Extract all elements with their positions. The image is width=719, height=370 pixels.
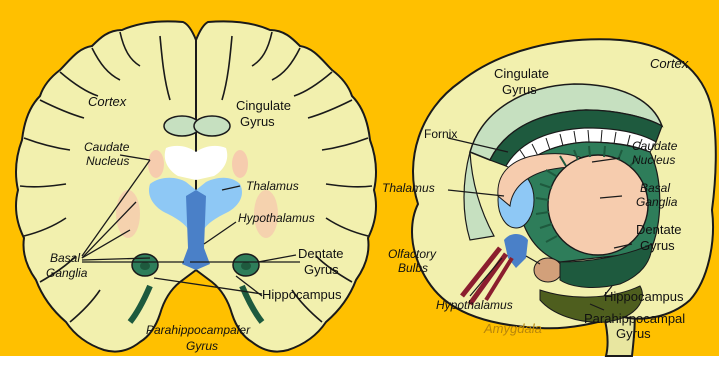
label-olfactory-2: Bulbs — [398, 261, 428, 275]
label-dentate-right-2: Gyrus — [640, 238, 675, 253]
caudate-left — [148, 150, 164, 178]
label-hypothalamus-left: Hypothalamus — [238, 211, 315, 225]
label-cingulate-right-2: Gyrus — [502, 82, 537, 97]
label-hippocampus-left: Hippocampus — [262, 287, 342, 302]
label-dentate-left-1: Dentate — [298, 246, 344, 261]
label-cingulate-left-2: Gyrus — [240, 114, 275, 129]
label-basal-left-2: Ganglia — [46, 266, 88, 280]
label-basal-left-1: Basal — [50, 251, 80, 265]
dentate-right — [241, 262, 251, 270]
label-hippocampus-right: Hippocampus — [604, 289, 684, 304]
label-parahippo-right-2: Gyrus — [616, 326, 651, 341]
basal-ganglia-sagittal — [548, 155, 648, 255]
label-cingulate-right-1: Cingulate — [494, 66, 549, 81]
label-caudate-left-1: Caudate — [84, 140, 130, 154]
amygdala-sagittal — [534, 258, 562, 282]
label-dentate-left-2: Gyrus — [304, 262, 339, 277]
label-caudate-right-1: Caudate — [632, 139, 678, 153]
label-hypothalamus-right: Hypothalamus — [436, 298, 513, 312]
label-cortex-right: Cortex — [650, 56, 689, 71]
dentate-left — [140, 262, 150, 270]
label-thalamus-left: Thalamus — [246, 179, 299, 193]
label-cortex-left: Cortex — [88, 94, 127, 109]
label-thalamus-right: Thalamus — [382, 181, 435, 195]
label-fornix: Fornix — [424, 127, 457, 141]
bottom-white-strip — [0, 356, 719, 370]
label-basal-right-2: Ganglia — [636, 195, 678, 209]
label-amygdala: Amygdala — [483, 321, 542, 336]
cingulate-gyrus-right-lobe — [194, 116, 230, 136]
label-olfactory-1: Olfactory — [388, 247, 437, 261]
label-basal-right-1: Basal — [640, 181, 670, 195]
label-dentate-right-1: Dentate — [636, 222, 682, 237]
label-parahippo-left-1: Parahippocampaler — [146, 323, 251, 337]
label-cingulate-left-1: Cingulate — [236, 98, 291, 113]
label-caudate-left-2: Nucleus — [86, 154, 129, 168]
label-caudate-right-2: Nucleus — [632, 153, 675, 167]
label-parahippo-right-1: Parahippocampal — [584, 311, 685, 326]
label-parahippo-left-2: Gyrus — [186, 339, 218, 353]
caudate-right — [232, 150, 248, 178]
